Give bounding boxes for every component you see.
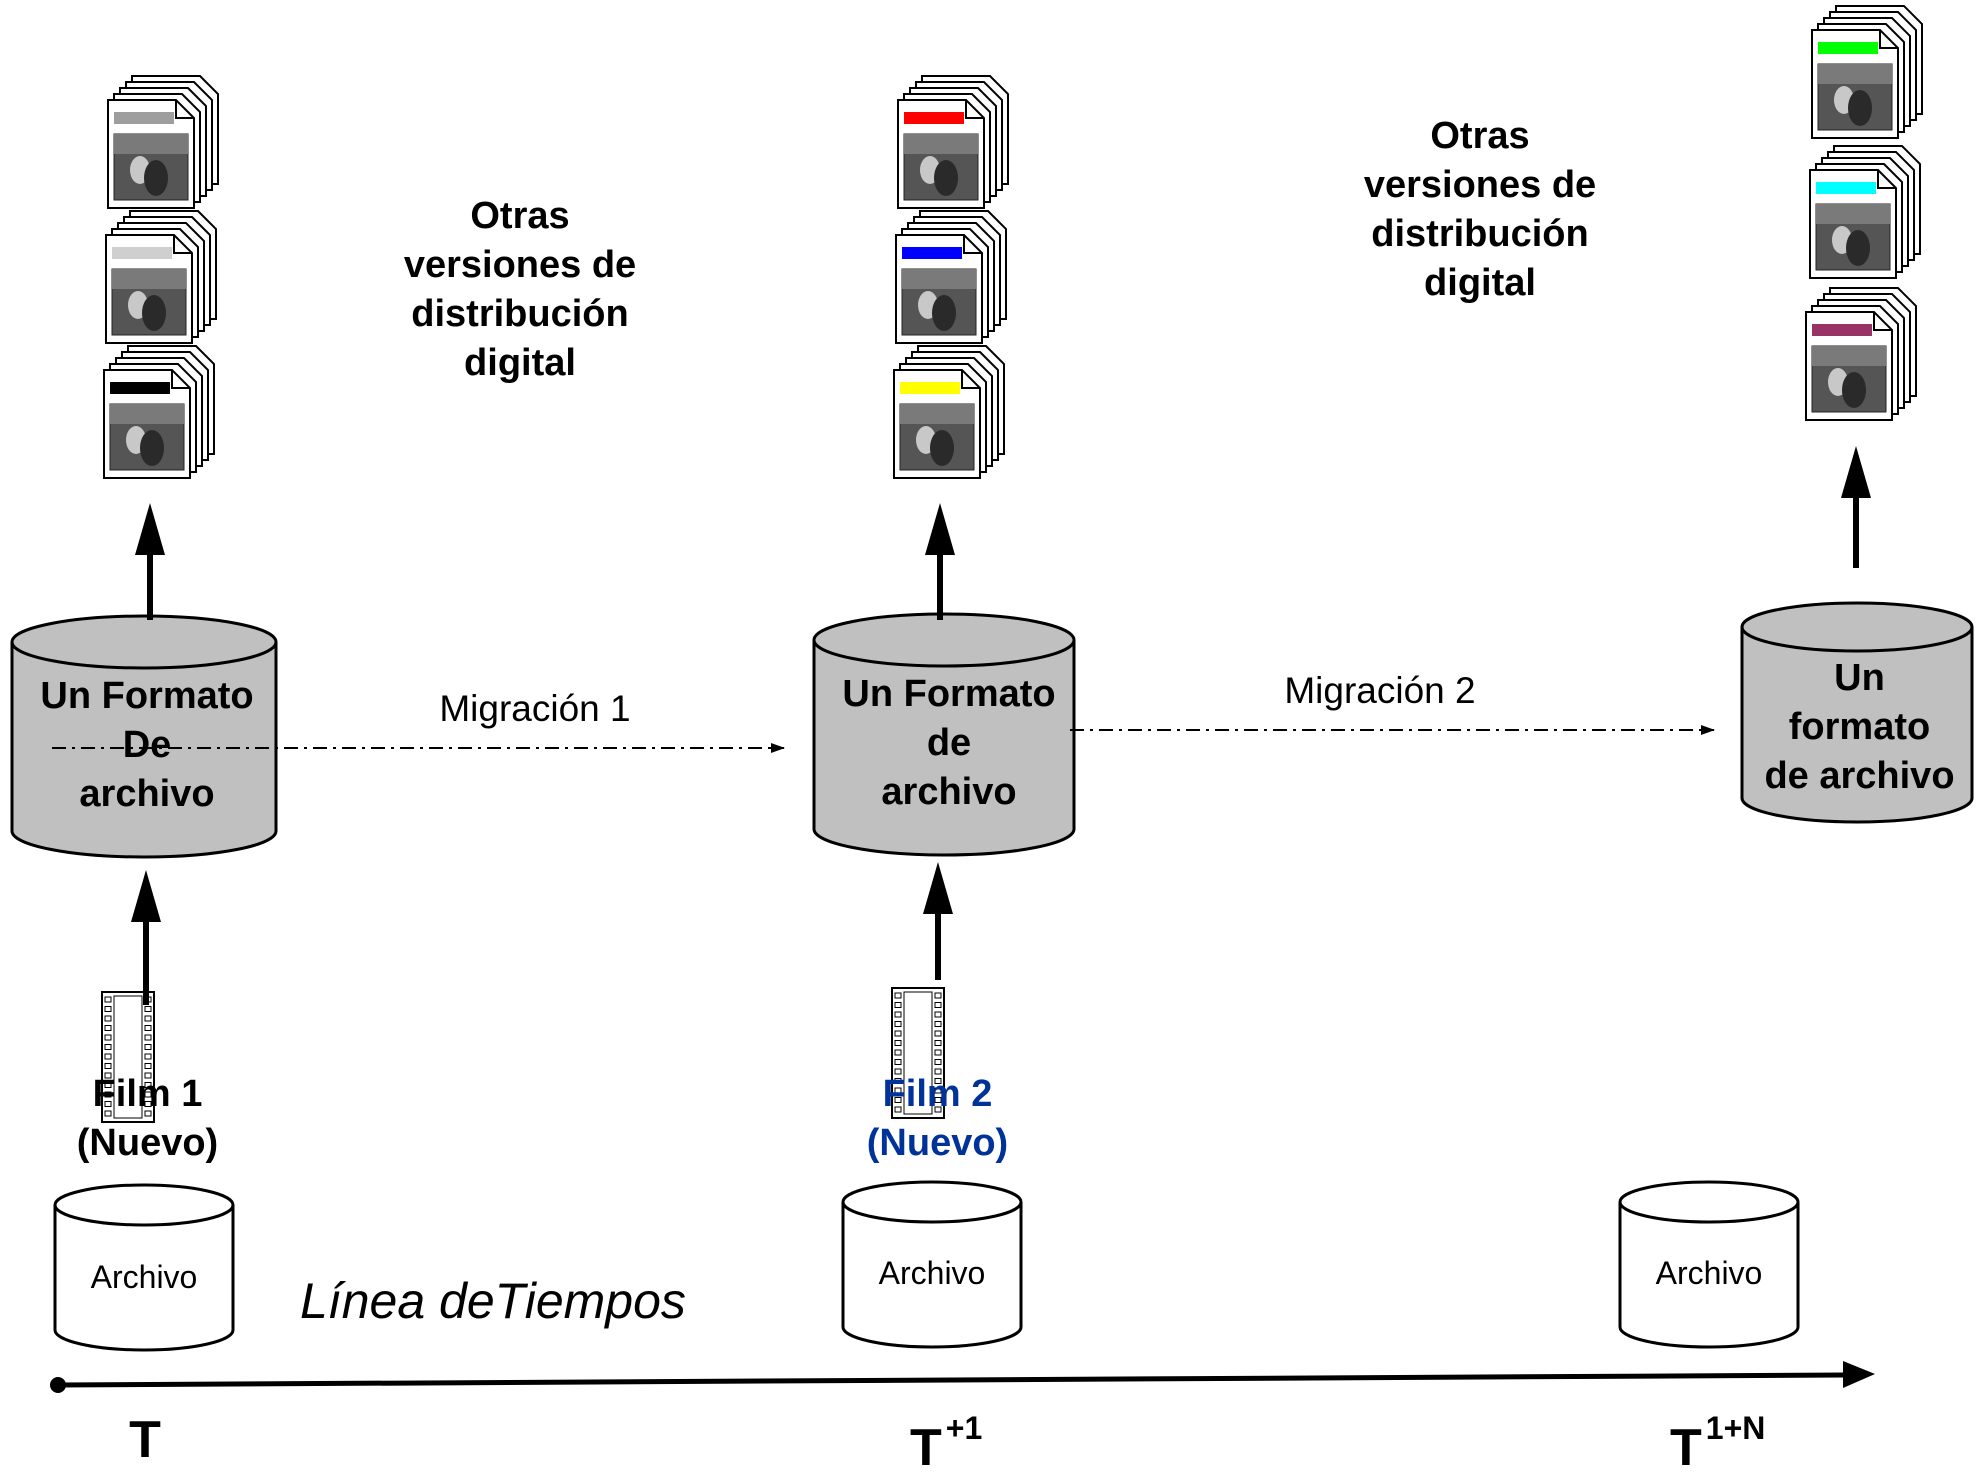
arrow-db2-to-versions [925,503,955,620]
archivo-label-3: Archivo [1655,1255,1763,1291]
archivo-cylinder-2 [841,1180,1023,1349]
migracion-1-label: Migración 1 [439,688,631,729]
timeline-axis [50,1361,1875,1393]
document-stack-icon [1805,287,1917,421]
film-strip-icon [891,987,945,1119]
document-stack-icon [107,75,219,209]
format-database-2 [812,612,1076,857]
arrow-film2-to-db2 [923,862,953,980]
archivo-label-2: Archivo [878,1255,986,1291]
document-stack-icon [895,210,1007,344]
film-strip-icon [101,991,155,1123]
document-stack-icon [1811,5,1923,139]
arrow-db1-to-versions [135,503,165,620]
archivo-label-1: Archivo [90,1259,198,1295]
document-stack-icon [897,75,1009,209]
migracion-2-label: Migración 2 [1284,670,1476,711]
film-1-label: Film 1(Nuevo) [76,1073,219,1164]
distribution-versions [103,5,1923,479]
film-2-label: Film 2(Nuevo) [866,1073,1009,1164]
document-stack-icon [1809,145,1921,279]
document-stack-icon [893,345,1005,479]
arrow-film1-to-db1 [131,870,161,1005]
format-database-1 [10,614,278,859]
document-stack-icon [103,345,215,479]
time-label-t: T [129,1411,161,1469]
time-label-t-plus-1: T+1 [910,1410,983,1477]
format-database-3 [1740,601,1974,824]
archivo-cylinder-1 [53,1183,235,1352]
archivo-cylinder-3 [1618,1180,1800,1349]
arrow-db3-to-versions [1841,446,1871,568]
document-stack-icon [105,210,217,344]
timeline-title: Línea deTiempos [300,1273,686,1329]
